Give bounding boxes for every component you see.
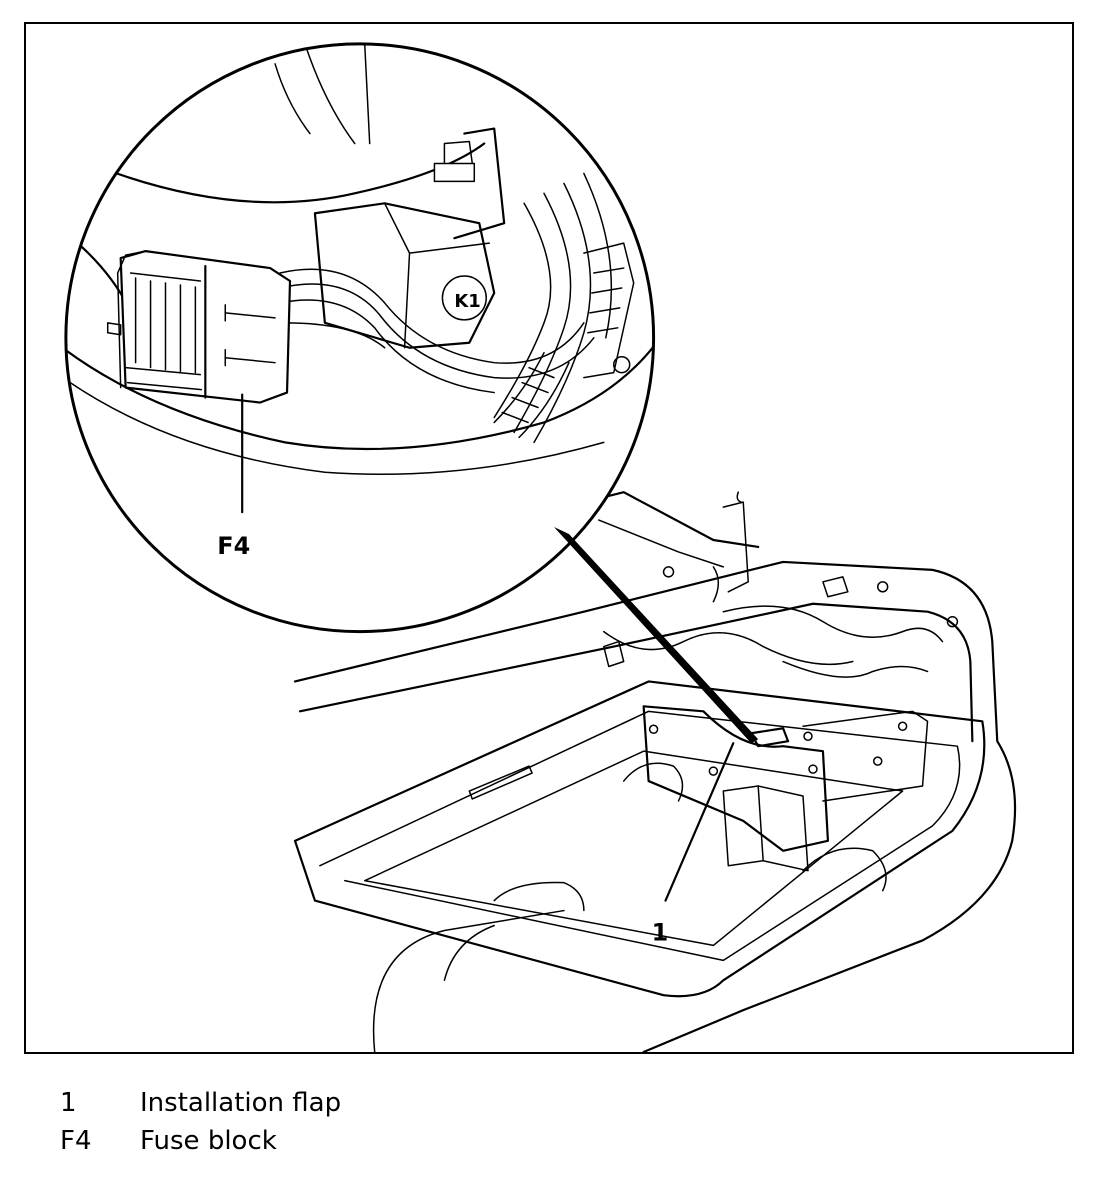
relay-mark: K1	[454, 291, 480, 312]
legend-row: F4 Fuse block	[60, 1126, 660, 1164]
trunk-diagram: K1 F4 1	[64, 42, 1017, 1052]
legend-text: Fuse block	[140, 1126, 277, 1156]
callout-installation-flap: 1	[652, 918, 669, 946]
diagram-frame: K1 F4 1	[24, 22, 1074, 1054]
trunk-drawing	[293, 491, 1017, 1052]
legend-row: 1 Installation flap	[60, 1088, 660, 1126]
legend-code: F4	[60, 1126, 92, 1156]
legend-text: Installation flap	[140, 1088, 342, 1118]
detail-magnifier: K1	[64, 42, 656, 634]
detail-drawing	[65, 43, 654, 475]
legend-code: 1	[60, 1088, 77, 1118]
magnifier-pointer	[553, 527, 759, 744]
callout-fuse-block: F4	[217, 532, 250, 560]
installation-flap-leader	[664, 742, 735, 902]
legend: 1 Installation flap F4 Fuse block	[60, 1088, 660, 1164]
